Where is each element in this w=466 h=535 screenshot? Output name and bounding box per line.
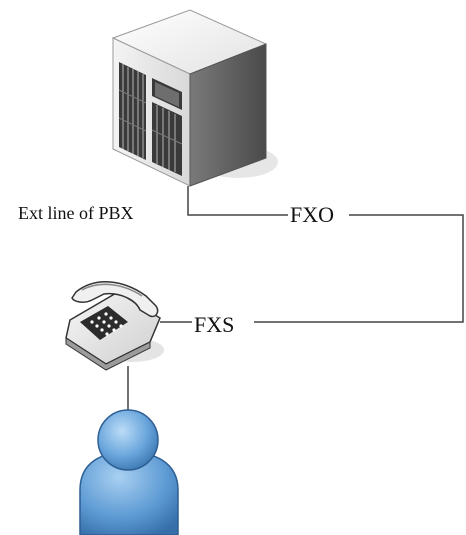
fxo-line <box>187 186 464 323</box>
pbx-server-icon <box>111 9 278 187</box>
user-head <box>97 409 159 471</box>
user-person-icon <box>79 409 179 535</box>
desk-telephone-icon <box>65 281 164 371</box>
phone-base-side <box>65 337 151 371</box>
fxo-label: FXO <box>289 202 336 227</box>
server-vent-slots <box>118 64 183 172</box>
server-side <box>189 43 267 187</box>
pbx-line-label: Ext line of PBX <box>18 203 134 223</box>
fxs-label: FXS <box>193 312 236 337</box>
connection-lines <box>127 186 464 410</box>
phone-keys <box>90 312 123 336</box>
phone-handset <box>71 281 159 318</box>
phone-handset-shade <box>81 283 143 297</box>
server-panel <box>155 82 179 107</box>
